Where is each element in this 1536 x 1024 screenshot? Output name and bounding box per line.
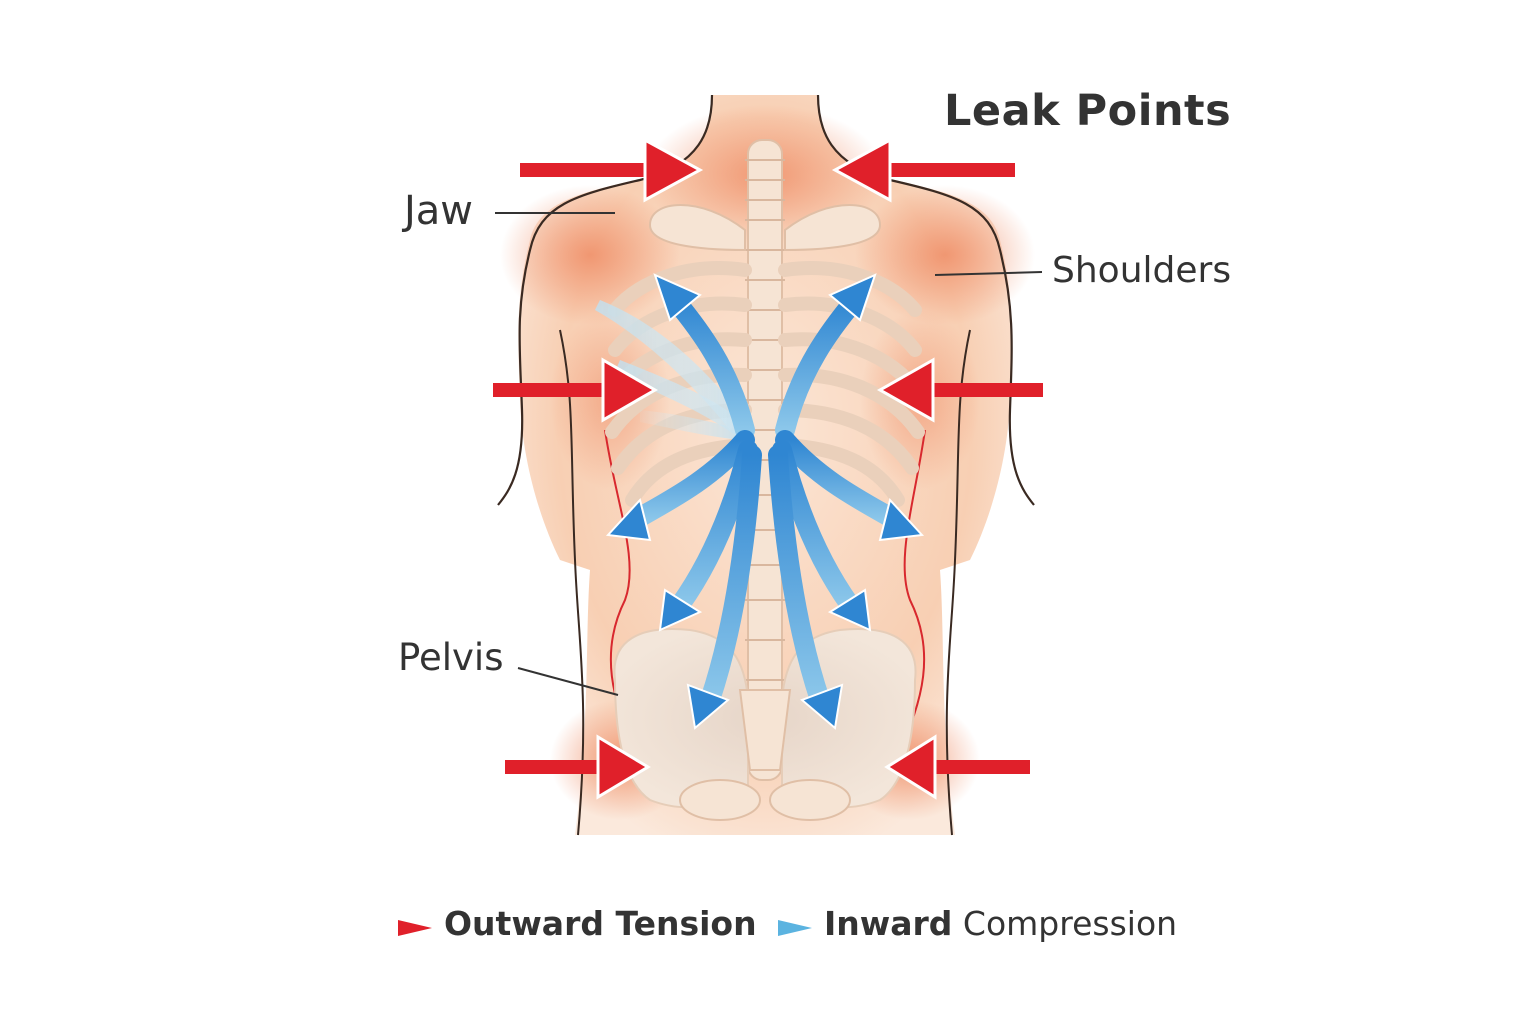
blue-arrow-mid-right	[775, 430, 905, 530]
leader-lines	[495, 212, 1043, 696]
red-arrow-ribs-left	[493, 357, 659, 423]
inward-legend-swatch	[778, 920, 812, 936]
diagram-title: Leak Points	[944, 86, 1232, 136]
red-arrow-neck-left	[520, 137, 704, 203]
red-arrow-hip-right	[884, 734, 1030, 800]
pelvis-leader	[517, 667, 619, 696]
shoulders-leader	[934, 271, 1043, 276]
jaw-label: Jaw	[404, 188, 474, 234]
blue-arrow-mid-left	[625, 430, 755, 530]
skeleton	[605, 139, 925, 821]
blue-arrow-bottom-left	[700, 445, 762, 710]
left-shoulder-glow	[500, 185, 680, 325]
pelvis-label: Pelvis	[398, 636, 504, 679]
right-shoulder-glow	[855, 185, 1035, 325]
blue-arrow-upper-left	[665, 290, 755, 440]
outward-legend-swatch	[398, 920, 432, 936]
red-arrow-neck-right	[831, 137, 1015, 203]
legend-inward-compression: Inward Compression	[776, 904, 1177, 943]
red-arrow-hip-left	[505, 734, 651, 800]
red-arrow-ribs-right	[876, 357, 1043, 423]
left-hip-socket	[679, 779, 761, 821]
legend-outward-tension: Outward Tension	[396, 904, 757, 943]
blue-arrow-bottom-right	[768, 445, 830, 710]
compression-streaks	[595, 300, 745, 440]
compression-arrowheads	[605, 273, 925, 730]
legend-inward-bold-text: Inward	[824, 904, 953, 943]
right-scapula	[784, 204, 882, 252]
compression-arrows	[625, 290, 905, 710]
shoulders-label: Shoulders	[1052, 250, 1232, 291]
left-scapula	[648, 204, 746, 252]
blue-arrow-upper-right	[775, 290, 865, 440]
legend-inward-rest-text: Compression	[952, 904, 1178, 943]
right-waist-red-line	[894, 429, 926, 761]
sacrum	[738, 689, 792, 771]
tension-arrows	[493, 137, 1043, 800]
legend-outward-text: Outward Tension	[444, 904, 757, 943]
right-hip-socket	[769, 779, 851, 821]
